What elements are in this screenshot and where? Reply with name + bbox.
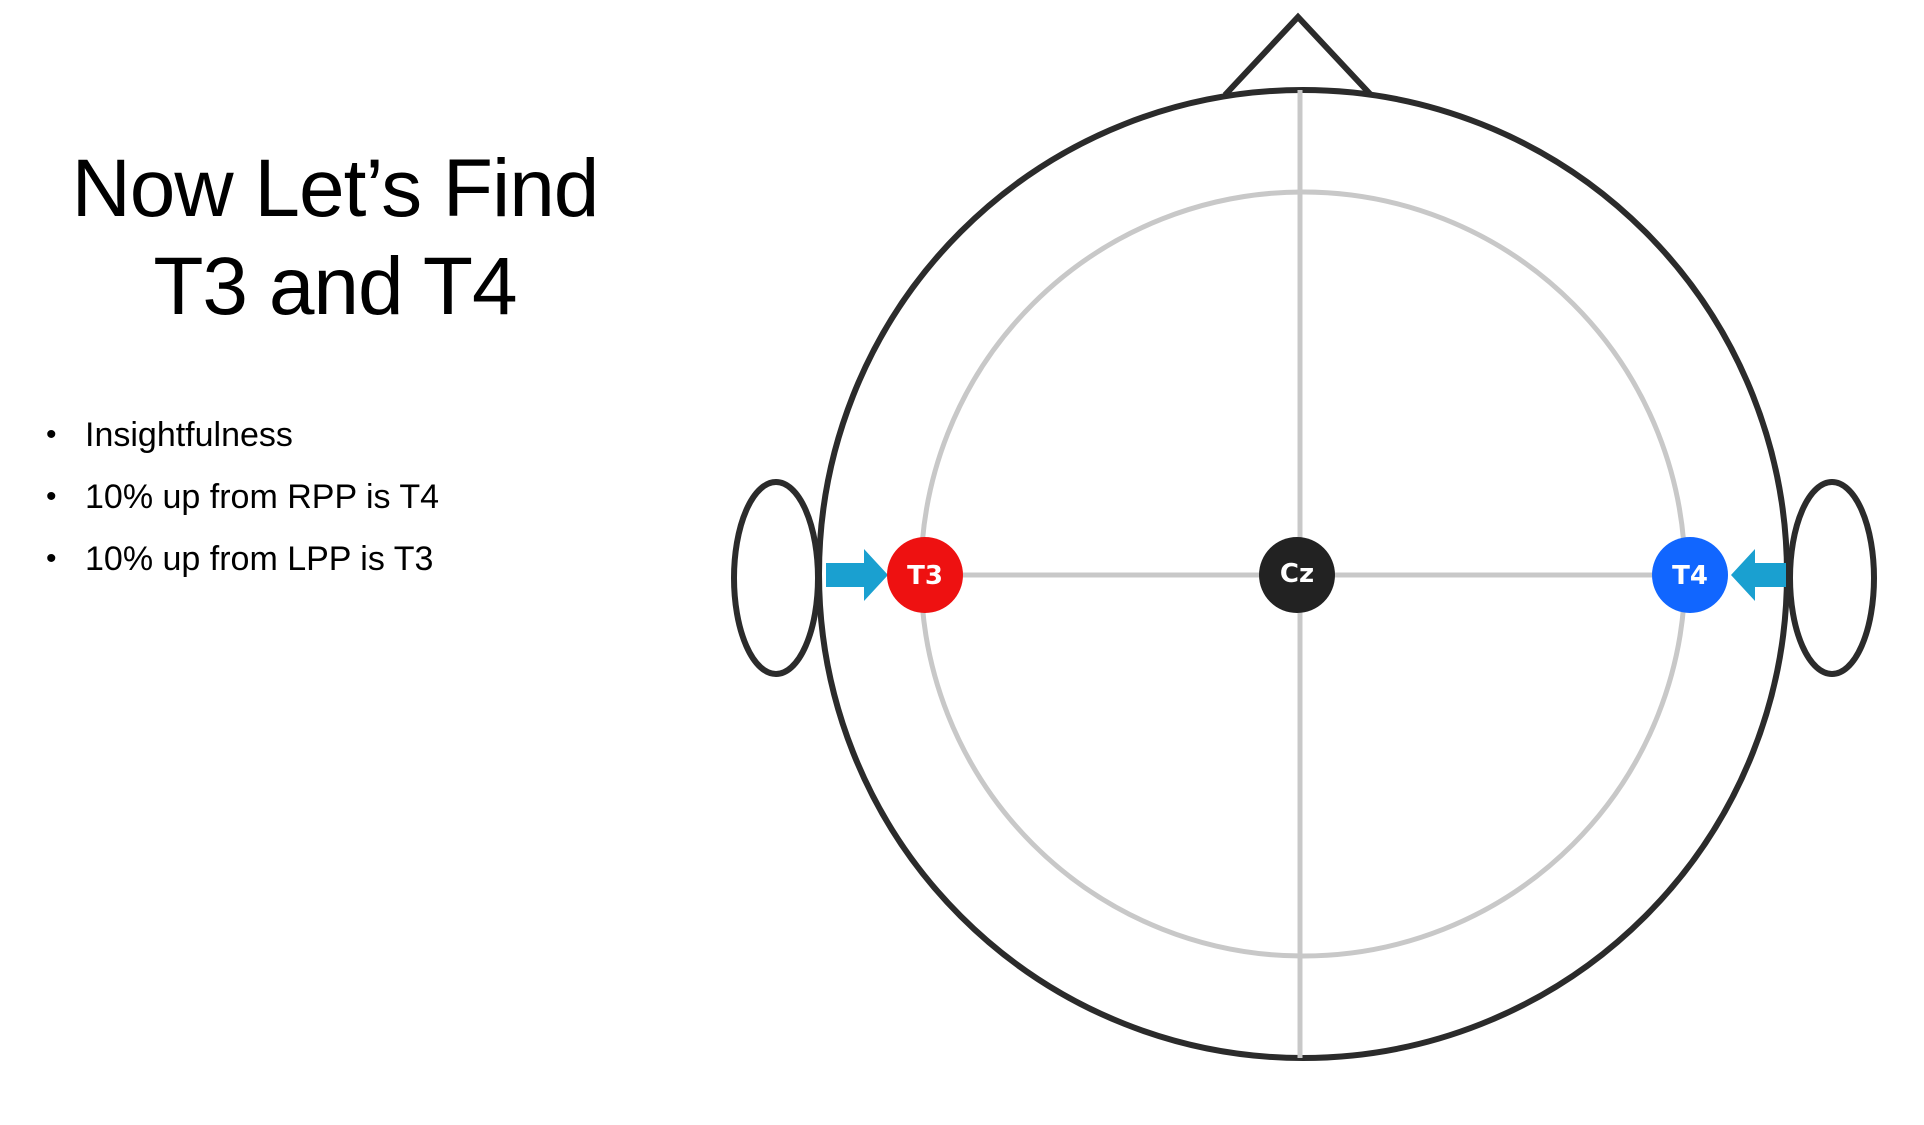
electrode-t4: T4: [1652, 537, 1728, 613]
bullet-list: • Insightfulness • 10% up from RPP is T4…: [44, 404, 439, 590]
right-ear-outline: [1787, 479, 1877, 677]
bullet-dot: •: [46, 418, 57, 451]
electrode-t3-label: T3: [907, 561, 943, 591]
nose-outline: [1222, 12, 1374, 98]
bullet-text: Insightfulness: [85, 416, 293, 454]
bullet-item: • 10% up from LPP is T3: [44, 528, 439, 590]
electrode-t3: T3: [887, 537, 963, 613]
bullet-item: • 10% up from RPP is T4: [44, 466, 439, 528]
title-line-1: Now Let’s Find: [71, 143, 600, 234]
bullet-dot: •: [46, 542, 57, 575]
bullet-item: • Insightfulness: [44, 404, 439, 466]
left-ear-outline: [731, 479, 821, 677]
left-arrow-icon: [826, 549, 888, 601]
bullet-dot: •: [46, 480, 57, 513]
bullet-text: 10% up from RPP is T4: [85, 478, 440, 516]
right-arrow-icon: [1731, 549, 1786, 601]
title-line-2: T3 and T4: [153, 241, 517, 332]
electrode-t4-label: T4: [1672, 561, 1708, 591]
electrode-cz-label: Cz: [1280, 559, 1314, 589]
slide-title: Now Let’s Find T3 and T4: [30, 140, 640, 336]
bullet-text: 10% up from LPP is T3: [85, 540, 434, 578]
head-diagram: T3 Cz T4: [731, 12, 1877, 1061]
electrode-cz: Cz: [1259, 537, 1335, 613]
